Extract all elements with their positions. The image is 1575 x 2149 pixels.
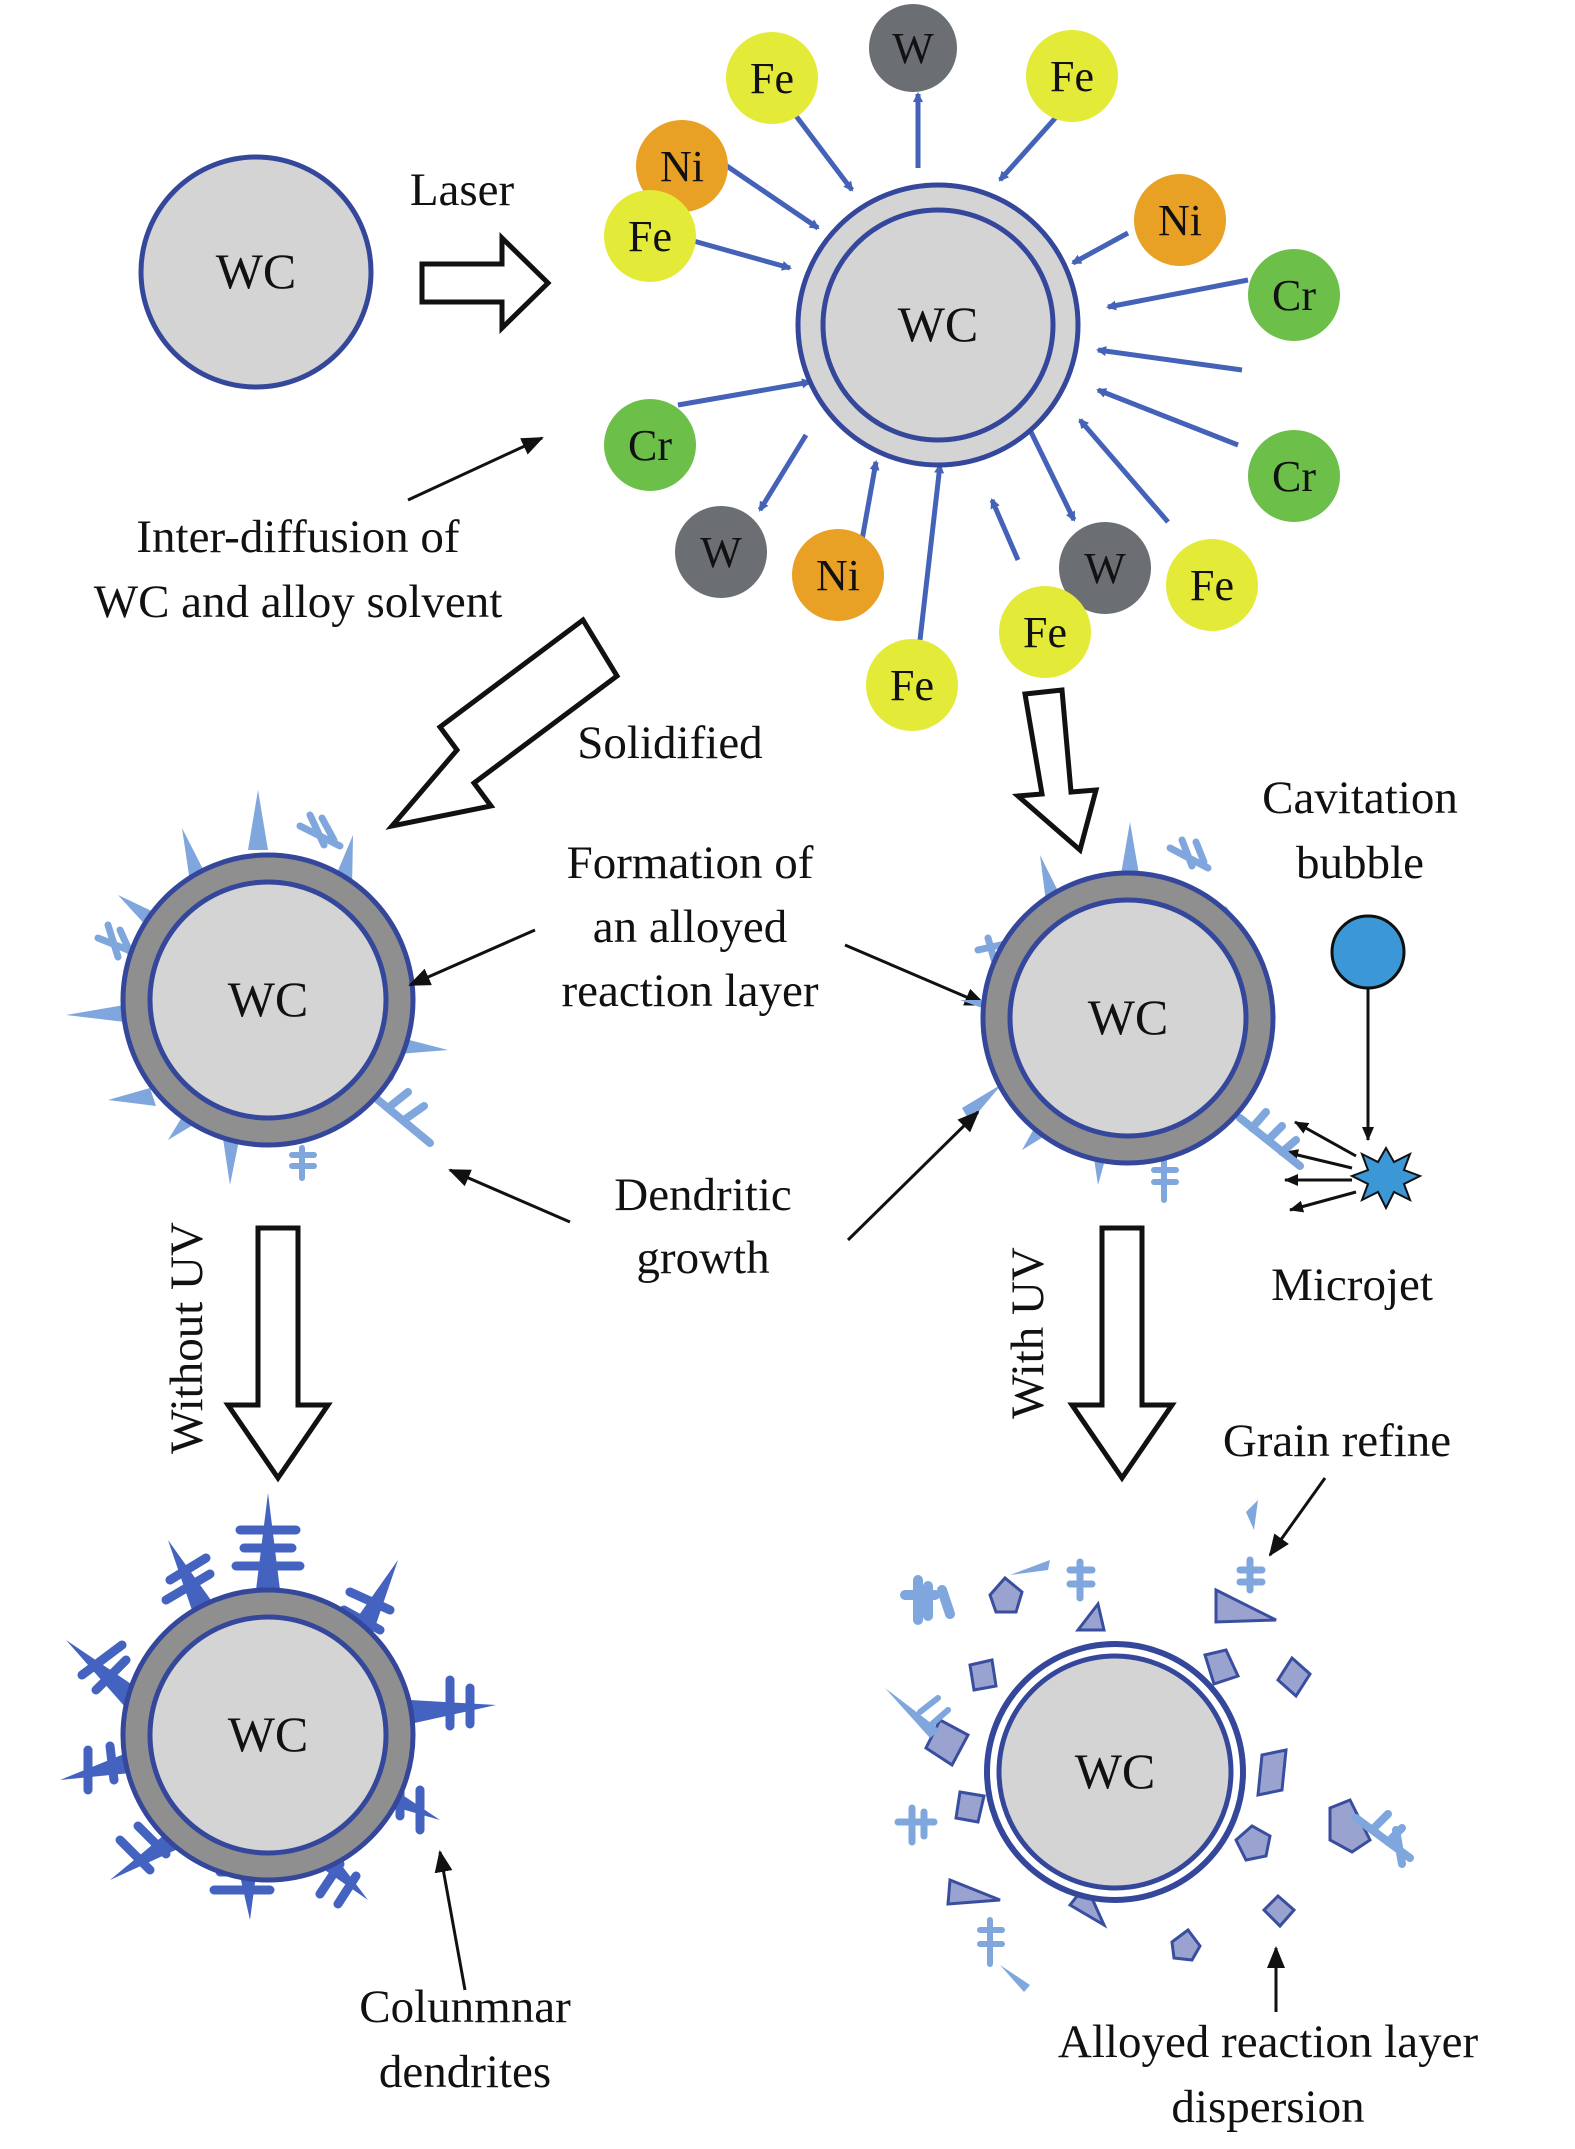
cr-atom: Cr (1248, 430, 1340, 522)
wc-particle-reaction-left: WC (120, 852, 416, 1148)
laser-arrow (419, 232, 552, 334)
wc-label-initial: WC (216, 243, 297, 299)
svg-text:Ni: Ni (816, 551, 860, 600)
w-atom: W (869, 4, 957, 92)
grain-refine-pointer (1268, 1477, 1327, 1557)
columnar-label-line1: Colunmnar (359, 1981, 571, 2033)
formation-label-line3: reaction layer (561, 965, 818, 1017)
columnar-label-line2: dendrites (379, 2046, 551, 2098)
wc-particle-columnar: WC (120, 1587, 416, 1883)
svg-text:Cr: Cr (628, 421, 672, 470)
dendritic-label-line1: Dendritic (614, 1169, 792, 1221)
diffusion-arrows (677, 92, 1249, 641)
without-uv-arrow (223, 1225, 333, 1483)
svg-text:Cr: Cr (1272, 271, 1316, 320)
svg-text:Fe: Fe (750, 54, 794, 103)
laser-label: Laser (410, 164, 515, 216)
without-uv-label: Without UV (161, 1222, 213, 1454)
columnar-pointer (434, 1850, 467, 1991)
wc-label-reaction-left: WC (228, 971, 309, 1027)
cavitation-bubble (1330, 914, 1406, 990)
interdiffusion-label-line2: WC and alloy solvent (94, 576, 503, 628)
interdiffusion-pointer (407, 436, 544, 502)
cr-atom: Cr (604, 399, 696, 491)
fe-atom: Fe (726, 32, 818, 124)
dispersion-label-line1: Alloyed reaction layer (1058, 2016, 1479, 2068)
w-atom: W (675, 506, 767, 598)
solidified-arrow (385, 616, 621, 830)
dendritic-label-line2: growth (636, 1232, 769, 1284)
svg-text:W: W (700, 528, 742, 577)
wc-label-reaction-right: WC (1088, 989, 1169, 1045)
grain-refine-label: Grain refine (1223, 1415, 1451, 1467)
wc-particle-diffusing: WC (795, 182, 1081, 468)
svg-text:W: W (892, 24, 934, 73)
formation-pointer-right (844, 943, 987, 1007)
dendritic-pointer-right (846, 1110, 980, 1242)
svg-text:Fe: Fe (890, 661, 934, 710)
element-atoms: Fe W Fe Ni Fe Ni Cr Cr (604, 4, 1340, 731)
interdiffusion-label-line1: Inter-diffusion of (136, 511, 460, 563)
with-uv-label: With UV (1002, 1247, 1054, 1419)
columnar-dendrites (60, 1493, 496, 1920)
cavitation-label-line2: bubble (1296, 837, 1424, 889)
dispersion-label-line2: dispersion (1171, 2081, 1364, 2133)
solidified-label: Solidified (577, 717, 762, 769)
microjet-label: Microjet (1271, 1259, 1433, 1311)
wc-label-columnar: WC (228, 1706, 309, 1762)
wc-label-diffusing: WC (898, 296, 979, 352)
ni-atom: Ni (792, 529, 884, 621)
svg-text:Fe: Fe (1190, 561, 1234, 610)
collapsed-bubble-burst (1349, 1145, 1423, 1211)
wc-particle-dispersed: WC (984, 1641, 1246, 1903)
dendritic-pointer-left (448, 1168, 571, 1224)
fe-atom: Fe (866, 639, 958, 731)
formation-pointer-left (408, 928, 536, 987)
dispersed-fragments (924, 1575, 1372, 1962)
ni-atom: Ni (636, 120, 728, 212)
fe-atom: Fe (1026, 30, 1118, 122)
microjet-arrows (1284, 1120, 1357, 1213)
fe-atom: Fe (604, 190, 696, 282)
wc-label-dispersed: WC (1075, 1743, 1156, 1799)
down-arrow-right-top (1011, 687, 1100, 855)
svg-text:Ni: Ni (660, 142, 704, 191)
svg-text:W: W (1084, 544, 1126, 593)
fe-atom: Fe (999, 586, 1091, 678)
dispersed-dendrite-shards (885, 1500, 1414, 1992)
formation-label-line2: an alloyed (593, 901, 787, 953)
cr-atom: Cr (1248, 249, 1340, 341)
cavitation-label-line1: Cavitation (1262, 772, 1458, 824)
svg-text:Cr: Cr (1272, 452, 1316, 501)
svg-text:Fe: Fe (1023, 608, 1067, 657)
fe-atom: Fe (1166, 539, 1258, 631)
formation-label-line1: Formation of (567, 837, 814, 889)
wc-particle-reaction-right: WC (980, 870, 1276, 1166)
wc-particle-initial: WC (138, 154, 374, 390)
w-atom: W (1059, 522, 1151, 614)
svg-text:Fe: Fe (1050, 52, 1094, 101)
svg-text:Fe: Fe (628, 212, 672, 261)
svg-text:Ni: Ni (1158, 196, 1202, 245)
ni-atom: Ni (1134, 174, 1226, 266)
with-uv-arrow (1067, 1225, 1177, 1483)
